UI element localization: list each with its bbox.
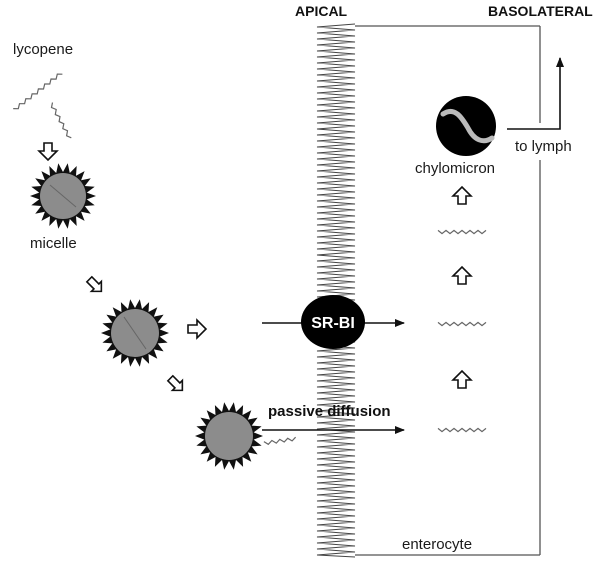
- hollow-arrow-down-icon: [37, 142, 59, 162]
- lycopene-molecules: [13, 73, 72, 139]
- chylomicron-label: chylomicron: [415, 160, 495, 177]
- basolateral-label: BASOLATERAL: [488, 3, 593, 19]
- micelle-2: [101, 299, 169, 367]
- lycopene-label: lycopene: [13, 41, 73, 58]
- micelle-1: [30, 163, 96, 229]
- hollow-arrow-diagonal-icon: [85, 275, 103, 293]
- hollow-arrow-up-icon: [451, 185, 473, 205]
- intracellular-lycopene: [437, 229, 487, 433]
- hollow-arrow-up-icon: [451, 265, 473, 285]
- micelle-label: micelle: [30, 235, 77, 252]
- hollow-arrow-diagonal-icon: [166, 374, 184, 392]
- apical-label: APICAL: [295, 3, 348, 19]
- srbi-label: SR-BI: [311, 315, 355, 332]
- released-lycopene: [263, 436, 297, 446]
- srbi-transporter: [301, 295, 365, 349]
- chylomicron-particle: [436, 96, 496, 156]
- enterocyte-outline: [355, 25, 541, 556]
- to-lymph-arrow: [507, 57, 564, 130]
- passive-diffusion-label: passive diffusion: [268, 403, 391, 420]
- hollow-arrow-right-icon: [187, 318, 208, 340]
- micelle-3: [195, 402, 263, 470]
- to-lymph-label: to lymph: [515, 138, 572, 155]
- enterocyte-label: enterocyte: [402, 536, 472, 553]
- hollow-arrow-up-icon: [451, 369, 473, 389]
- apical-membrane-microvilli: [316, 23, 356, 558]
